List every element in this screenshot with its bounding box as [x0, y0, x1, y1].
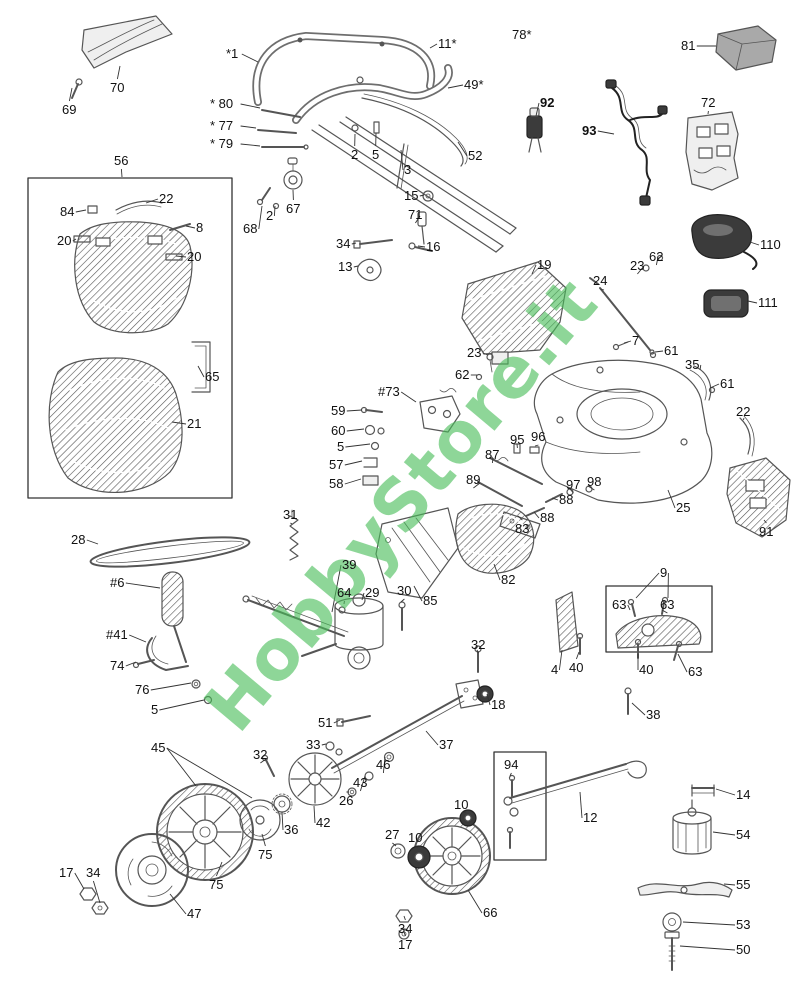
part-4-bracket: [555, 591, 579, 653]
part-24-rod: [589, 277, 655, 355]
part-81-cover: [715, 25, 777, 71]
part-22-trim-left: [115, 200, 163, 215]
part-33-washers: [325, 741, 343, 756]
part-69-screw: [71, 78, 83, 99]
part-38-screw: [624, 687, 632, 715]
part-63-screw-right: [673, 640, 683, 661]
part-57-clip: [363, 457, 378, 468]
part-87-rod: [489, 456, 543, 485]
part-46-washer: [383, 751, 395, 763]
part-95-96-fasteners: [513, 443, 540, 454]
part-36-gear: [271, 793, 293, 815]
part-72-gasket: [685, 111, 739, 191]
group-94-box: [493, 751, 547, 861]
part-45-wheel: [156, 783, 254, 881]
part-29-gearbox: [301, 593, 384, 670]
part-13-clip: [356, 258, 382, 282]
part-60-washers: [364, 424, 385, 436]
part-53-washer: [662, 912, 682, 932]
part-51-bolt: [336, 715, 371, 727]
part-9-bracket: [615, 615, 702, 649]
part-23-62-screws-left: [475, 353, 494, 381]
part-88-rod-b: [525, 507, 545, 517]
part-55-blade: [637, 881, 733, 898]
part-41-lever: [146, 635, 189, 671]
part-80-77-79-rods: [257, 109, 309, 150]
part-61-screw-upper: [649, 351, 657, 359]
part-34-nut-center: [395, 909, 413, 923]
part-70-guard: [81, 15, 173, 69]
part-59-screw: [360, 406, 383, 414]
part-110-sensor: [691, 214, 758, 270]
part-6-grip: [161, 571, 187, 663]
part-47-wheel-cover: [115, 833, 189, 907]
part-21-housing: [48, 357, 183, 494]
part-94-fasteners: [506, 774, 519, 849]
part-97-98-washers: [566, 485, 593, 496]
part-32-bolt-left: [261, 754, 275, 777]
part-88-rod-a: [545, 493, 563, 503]
part-71-clamp: [417, 211, 427, 245]
part-2-5-fasteners: [351, 121, 380, 134]
part-93-wiring-harness: [605, 79, 668, 206]
part-58-pad: [362, 475, 379, 486]
group-56-box: [27, 177, 233, 499]
part-49-lower-handle: [292, 64, 453, 124]
part-14-pin: [691, 784, 715, 797]
part-35-bracket: [689, 365, 712, 401]
part-30-bolt: [398, 601, 406, 631]
part-39-shaft: [242, 595, 349, 637]
part-50-bolt: [664, 931, 680, 971]
part-92-connector: [526, 107, 543, 153]
part-12-rod: [503, 760, 647, 806]
part-75-hubcap: [239, 799, 281, 841]
part-91-grip: [726, 457, 791, 538]
part-31-spring: [289, 509, 299, 561]
part-1-upper-handle: [252, 32, 436, 106]
part-17-nut-left: [79, 887, 97, 901]
part-handle-down-tubes: [311, 116, 517, 253]
part-73-bracket: [419, 388, 461, 433]
part-32-bolt-right: [474, 645, 482, 673]
part-18-gear: [476, 685, 494, 703]
part-52-cable: [361, 93, 468, 167]
part-82-deflector: [455, 503, 535, 574]
part-34-bolt: [353, 239, 393, 249]
part-26-nut: [347, 787, 357, 797]
part-54-roller: [672, 799, 712, 855]
part-7-screw: [612, 341, 629, 351]
part-85-chute: [375, 507, 459, 599]
part-42-pulley: [288, 752, 342, 806]
part-5-washer-low: [203, 695, 213, 705]
part-23-62-screws-right: [642, 254, 664, 272]
part-67-knob: [283, 157, 303, 190]
part-111-module: [703, 289, 749, 318]
part-65-bracket: [191, 341, 211, 393]
part-34-nut-left: [91, 901, 109, 915]
part-22-trim-right: [739, 415, 755, 457]
part-40-screw-left: [576, 632, 584, 655]
part-25-deck: [533, 359, 713, 504]
part-84-clip: [87, 205, 98, 214]
part-10-bearing: [407, 845, 431, 869]
part-74-screw: [132, 659, 155, 669]
part-hood-upper: [74, 221, 193, 334]
part-43-washer: [364, 771, 374, 781]
part-17-nut-center: [398, 928, 410, 940]
part-2-nut: [272, 202, 280, 210]
part-76-nut: [191, 679, 201, 689]
part-37-axle: [331, 679, 484, 774]
part-68-screw: [256, 187, 271, 206]
part-10-gear: [459, 809, 477, 827]
part-19-top-cover: [461, 261, 567, 365]
part-27-washer: [390, 843, 406, 859]
part-28-belt: [89, 536, 251, 568]
part-16-screw: [408, 242, 433, 252]
part-89-rod: [477, 481, 523, 507]
part-5-washer-mid: [370, 441, 380, 451]
